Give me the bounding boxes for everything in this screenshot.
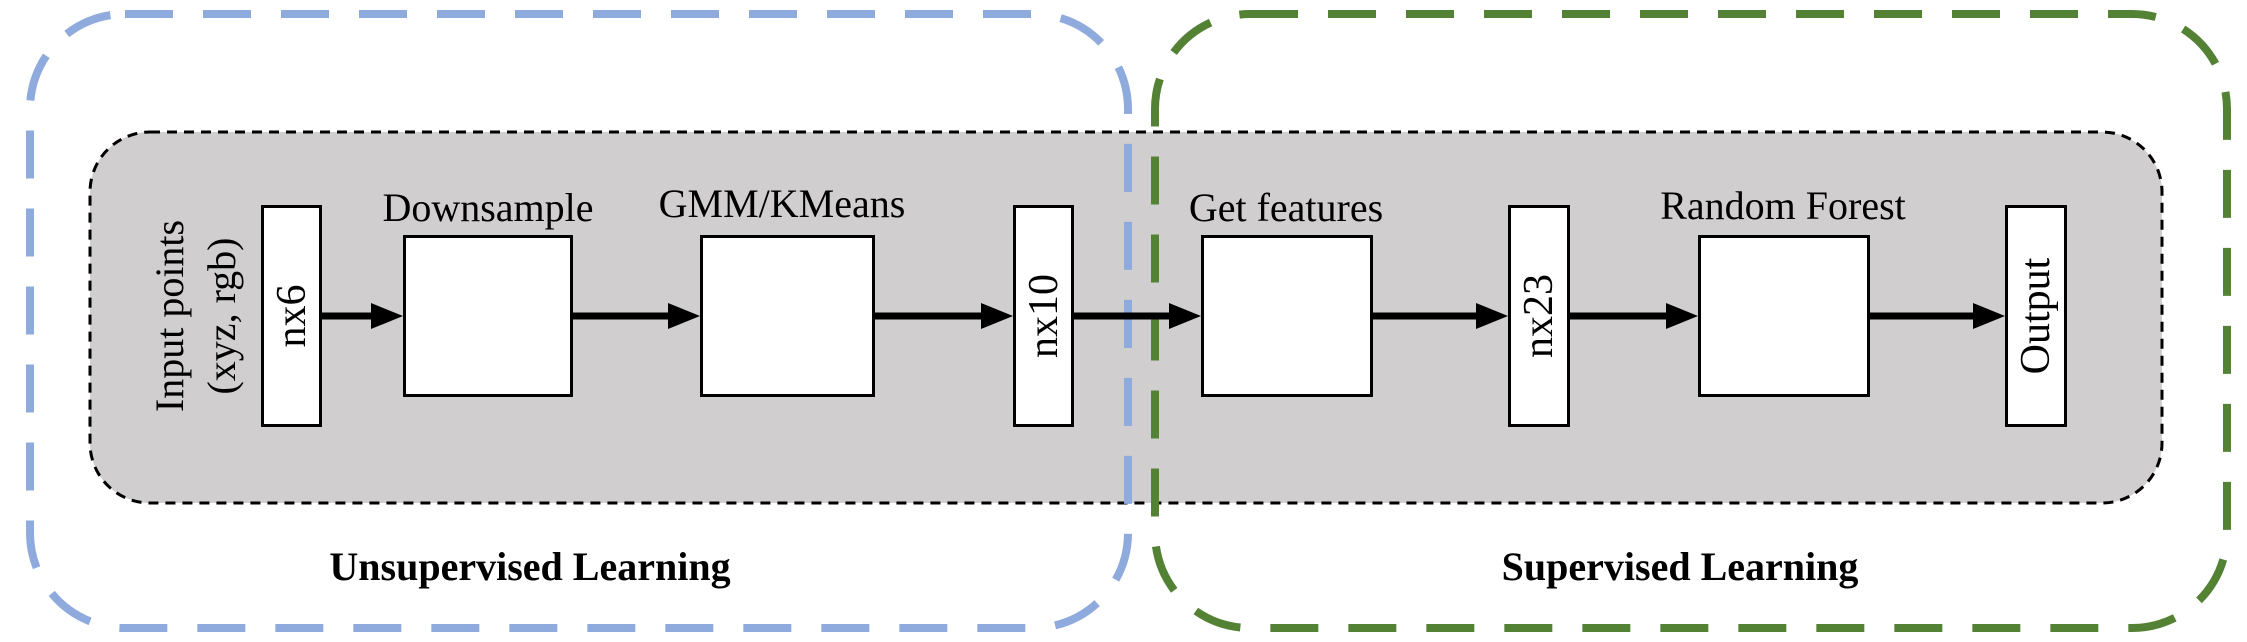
arrow-nx23-to-random-forest [1570,303,1698,329]
unsupervised-region-border [26,10,1132,632]
arrow-random-forest-to-output [1870,303,2005,329]
gmm-kmeans-label: GMM/KMeans [658,181,906,226]
node-random-forest-box [1698,235,1870,397]
arrow-nx10-to-get-features [1074,303,1201,329]
arrow-nx6-to-downsample [322,303,403,329]
arrow-gmm-to-nx10 [875,303,1013,329]
get-features-label: Get features [1188,185,1384,230]
downsample-label: Downsample [382,185,594,230]
nx10-label: nx10 [1021,274,1067,358]
supervised-learning-title: Supervised Learning [1501,544,1859,589]
node-nx23-box [1508,205,1570,427]
node-output-box [2005,205,2067,427]
node-gmm-kmeans-box [700,235,875,397]
supervised-region-border [1151,10,2231,632]
node-downsample-box [403,235,573,397]
unsupervised-learning-title: Unsupervised Learning [329,544,731,589]
input-points-label-line2: (xyz, rgb) [199,237,244,395]
input-points-label: Input points (xyz, rgb) [144,220,248,412]
arrow-downsample-to-gmm [573,303,700,329]
arrow-get-features-to-nx23 [1373,303,1508,329]
nx6-label: nx6 [269,284,315,348]
node-nx10-box [1013,205,1074,427]
node-get-features-box [1201,235,1373,397]
nx23-label: nx23 [1516,274,1562,358]
input-points-label-line1: Input points [147,219,192,413]
node-nx6-box [261,205,322,427]
output-label: Output [2013,257,2059,375]
random-forest-label: Random Forest [1660,183,1906,228]
